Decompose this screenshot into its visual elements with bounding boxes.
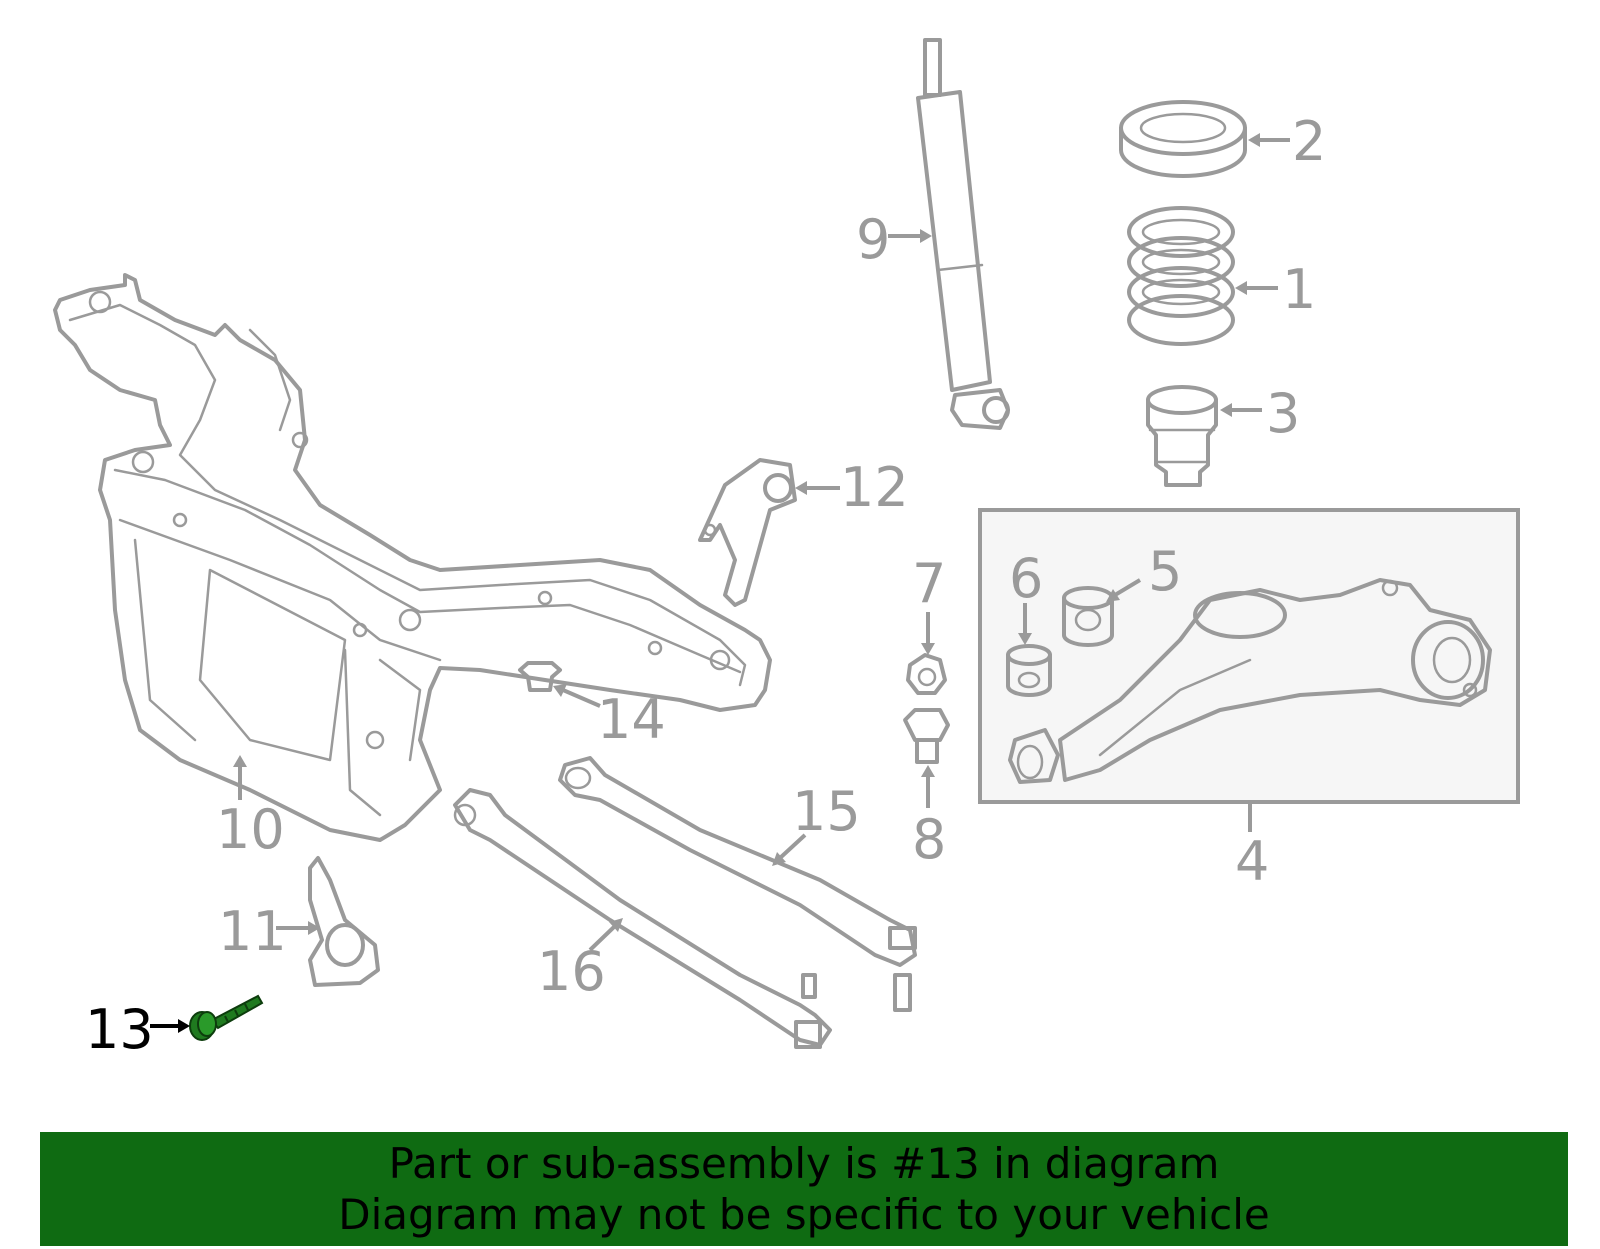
lateral-link-16-part [453, 788, 832, 1049]
subframe-part [53, 273, 772, 842]
info-banner: Part or sub-assembly is #13 in diagram D… [40, 1132, 1568, 1246]
shock-absorber-part [916, 38, 1010, 430]
bolt-13-part [189, 994, 264, 1041]
bracket-12-part [698, 458, 797, 607]
callout-10: 10 [216, 798, 285, 861]
spring-insulator-part [1119, 100, 1247, 178]
callout-11: 11 [218, 900, 287, 963]
callout-15: 15 [792, 780, 861, 843]
callout-12: 12 [840, 456, 909, 519]
callout-16: 16 [537, 940, 606, 1003]
callout-14: 14 [597, 688, 666, 751]
nut-7-part [906, 653, 947, 695]
bushing-14-part [518, 661, 562, 692]
callout-9: 9 [856, 208, 890, 271]
control-arm-inset-box [978, 508, 1520, 804]
callout-1: 1 [1282, 258, 1316, 321]
callout-labels: 1 2 3 4 5 6 7 8 9 10 11 12 13 14 15 16 [85, 110, 1326, 1061]
callout-3: 3 [1266, 382, 1300, 445]
coil-spring-part [1127, 206, 1235, 346]
control-arm-4-part [1008, 578, 1492, 784]
callout-6: 6 [1009, 547, 1043, 610]
bump-stop-part [1146, 385, 1218, 487]
callout-7: 7 [912, 552, 946, 615]
bushing-6-part [1006, 644, 1052, 697]
lateral-link-15-part [558, 756, 917, 1012]
bracket-11-part [308, 856, 380, 987]
callout-8: 8 [912, 808, 946, 871]
callout-4: 4 [1235, 830, 1269, 893]
callout-5: 5 [1148, 540, 1182, 603]
stud-8-part [903, 708, 950, 764]
leader-lines [150, 133, 1290, 1033]
callout-13: 13 [85, 998, 154, 1061]
banner-line-1: Part or sub-assembly is #13 in diagram [388, 1139, 1220, 1188]
banner-line-2: Diagram may not be specific to your vehi… [338, 1190, 1270, 1239]
callout-2: 2 [1292, 110, 1326, 173]
